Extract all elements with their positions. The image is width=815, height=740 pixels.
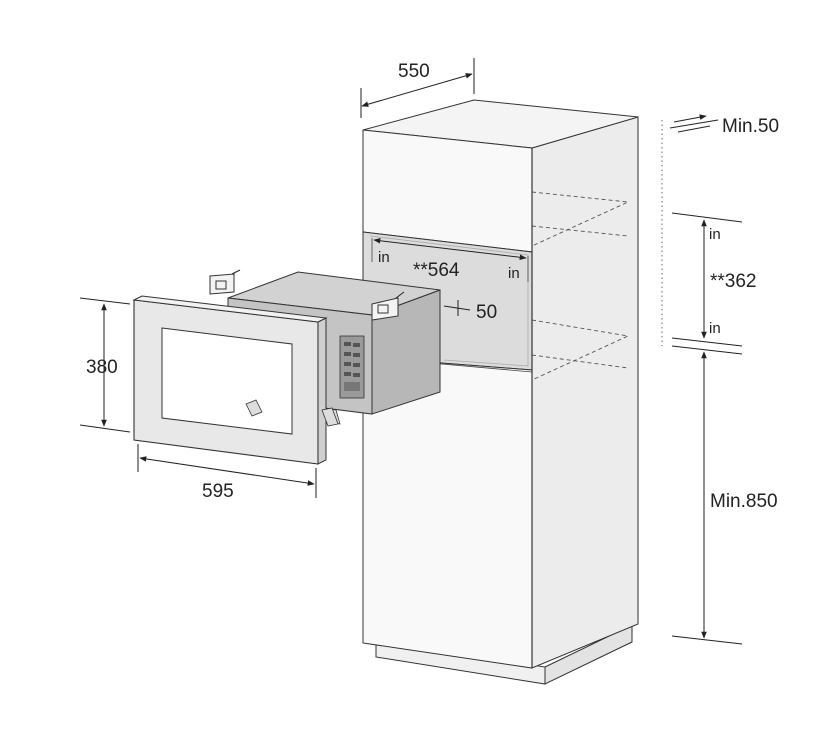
dim-label-380: 380 — [86, 357, 118, 378]
dim-floor-height: Min.850 — [671, 345, 778, 645]
dim-label-564: **564 — [413, 260, 460, 281]
dim-top-clearance: Min.50 — [669, 114, 779, 137]
cabinet-side-panel — [531, 116, 639, 669]
trim-frame — [132, 295, 339, 465]
dim-side-gap: 50 — [443, 300, 497, 323]
dim-label-min850: Min.850 — [710, 491, 778, 512]
dim-label-362: **362 — [710, 271, 757, 292]
in-marker-top: in — [709, 226, 721, 243]
dim-label-550: 550 — [398, 61, 430, 82]
dim-label-50: 50 — [476, 302, 497, 323]
dim-frame-height: 380 — [79, 297, 131, 433]
dim-label-min50: Min.50 — [722, 116, 779, 137]
dim-frame-width: 595 — [137, 444, 317, 502]
dim-cabinet-depth: 550 — [360, 58, 475, 118]
dim-label-595: 595 — [202, 481, 234, 502]
tall-cabinet — [362, 99, 639, 685]
in-marker-right: in — [508, 265, 520, 282]
mounting-bracket-right — [371, 291, 405, 321]
dim-opening-width: in **564 in — [371, 237, 529, 282]
in-marker-bottom: in — [709, 320, 721, 337]
dim-opening-height: in **362 in — [671, 212, 757, 347]
mounting-bracket-left — [209, 269, 241, 295]
in-marker-left: in — [378, 249, 390, 266]
cabinet-top-door — [362, 129, 533, 253]
trim-frame-opening — [161, 327, 293, 435]
